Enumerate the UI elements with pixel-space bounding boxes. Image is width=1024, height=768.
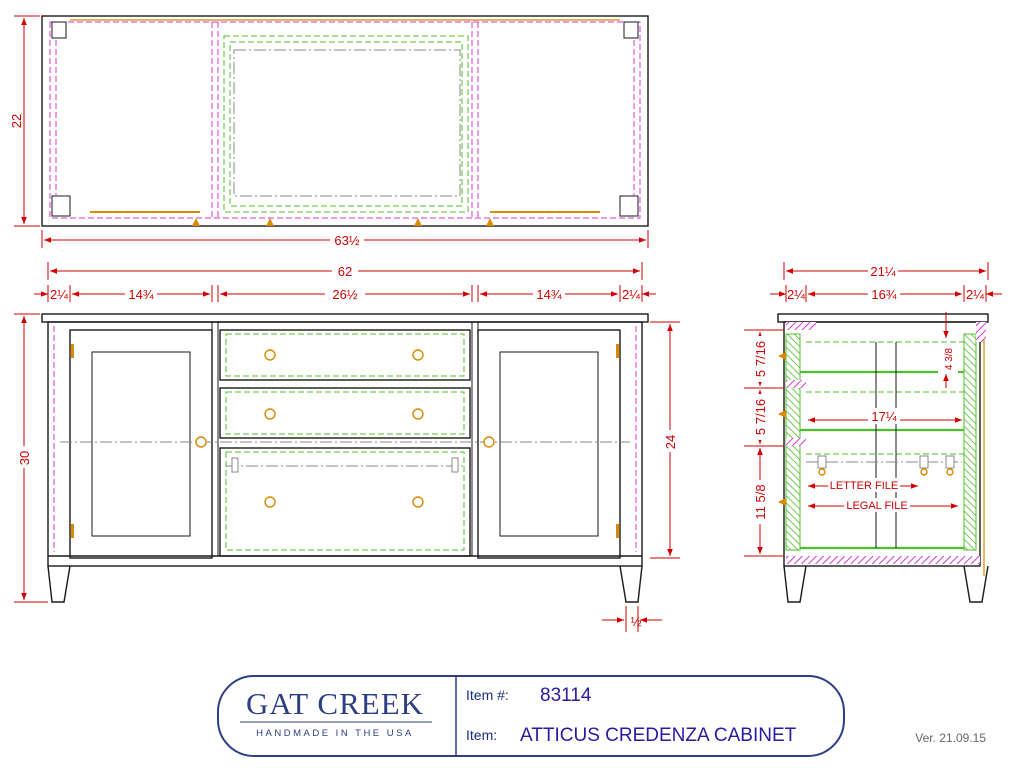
drawer-knob-icon	[412, 349, 424, 361]
drawer-file	[219, 447, 471, 557]
title-block: GAT CREEK HANDMADE IN THE USA Item #: 83…	[217, 675, 845, 757]
dim-segments: 2¼ 14¾ 26½ 14¾ 2¼	[34, 285, 656, 302]
dim-label: 4 3/8	[944, 347, 955, 370]
side-view	[777, 313, 989, 603]
brand-tagline: HANDMADE IN THE USA	[256, 728, 414, 739]
dim-foot-offset: ½	[602, 606, 662, 632]
drawer-knob-icon	[412, 408, 424, 420]
front-case	[47, 321, 643, 567]
legal-file-note: LEGAL FILE	[846, 500, 907, 512]
dim-label: 5 7/16	[753, 341, 768, 377]
drawer-knob-icon	[264, 408, 276, 420]
top-knob-icon	[414, 218, 422, 226]
door-right-panel	[499, 351, 599, 537]
front-door-right	[477, 329, 621, 559]
drawer-middle	[219, 387, 471, 439]
dim-label: 2¼	[622, 287, 640, 302]
top-outline	[41, 15, 649, 227]
item-label: Item:	[466, 727, 497, 743]
side-leg-front	[783, 565, 807, 603]
side-hatch-top	[786, 322, 816, 330]
door-knob-icon	[483, 436, 495, 448]
top-back-post-right	[623, 21, 639, 39]
front-door-left	[69, 329, 213, 559]
door-knob-icon	[195, 436, 207, 448]
side-knob-icon	[778, 498, 786, 506]
side-knob-icon	[778, 410, 786, 418]
dim-side-segments: 2¼ 16¾ 2¼	[770, 285, 1002, 302]
dim-label: 2¼	[966, 287, 984, 302]
dim-label: ½	[631, 614, 642, 629]
dim-label: 62	[338, 264, 352, 279]
top-knob-icon	[266, 218, 274, 226]
dim-small: 4 3/8	[938, 312, 958, 388]
top-drawer-centerline	[233, 49, 461, 197]
dim-case-height: 24	[650, 321, 680, 559]
dim-overall-height: 30	[14, 313, 48, 603]
side-leg-back	[963, 565, 989, 603]
side-case	[783, 321, 981, 567]
drawer-knob-icon	[264, 496, 276, 508]
side-knob-icon	[778, 352, 786, 360]
dim-label: 5 7/16	[753, 399, 768, 435]
front-top-panel	[41, 313, 649, 323]
dim-rail-length: 17¼	[808, 408, 962, 424]
front-leg-right	[619, 565, 643, 603]
dim-label: 22	[9, 114, 24, 128]
dim-label: 63½	[334, 233, 359, 248]
drawer-knob-icon	[264, 349, 276, 361]
side-back-frame	[963, 333, 977, 551]
top-knob-icon	[486, 218, 494, 226]
dim-label: 30	[17, 451, 32, 465]
letter-file-note: LETTER FILE	[830, 480, 898, 492]
dim-top-overall-width: 63½	[41, 230, 649, 248]
brand-logo: GAT CREEK	[246, 686, 424, 721]
side-hatch-bottom	[786, 556, 980, 564]
top-drawer-box	[223, 35, 469, 213]
dim-label: 24	[663, 435, 678, 449]
top-corner-post-left	[51, 195, 71, 217]
dim-label: 26½	[332, 287, 357, 302]
hinge-icon	[71, 344, 74, 358]
dim-label: 11 5/8	[753, 484, 768, 519]
front-leg-left	[47, 565, 71, 603]
item-number: 83114	[540, 685, 592, 706]
dim-label: 21¼	[870, 264, 895, 279]
dim-side-depth: 21¼	[783, 262, 989, 280]
door-left-panel	[91, 351, 191, 537]
item-name: ATTICUS CREDENZA CABINET	[520, 725, 797, 746]
top-knob-icon	[192, 218, 200, 226]
dim-label: 14¾	[128, 287, 153, 302]
top-view	[41, 15, 649, 227]
hinge-icon	[71, 524, 74, 538]
version-label: Ver. 21.09.15	[915, 731, 986, 745]
top-back-post-left	[51, 21, 67, 39]
item-number-label: Item #:	[466, 687, 509, 703]
front-view	[41, 313, 649, 603]
dim-label: 2¼	[787, 287, 805, 302]
top-drawer-box-inner	[229, 41, 463, 207]
dim-top-depth: 22	[9, 15, 40, 227]
title-block-frame	[217, 675, 845, 757]
side-top-panel	[777, 313, 989, 323]
dim-case-width: 62	[47, 262, 643, 280]
file-notes: LETTER FILE LEGAL FILE	[808, 478, 958, 512]
drawer-knob-icon	[412, 496, 424, 508]
dim-label: 2¼	[50, 287, 68, 302]
hinge-icon	[616, 524, 619, 538]
dim-side-vertical: 5 7/16 5 7/16 11 5/8	[744, 329, 784, 557]
dim-label: 14¾	[536, 287, 561, 302]
dim-label: 17¼	[871, 409, 896, 424]
hinge-icon	[616, 344, 619, 358]
top-corner-post-right	[619, 195, 639, 217]
top-hidden-case	[49, 21, 641, 219]
dim-label: 16¾	[871, 287, 896, 302]
drawer-top	[219, 329, 471, 381]
